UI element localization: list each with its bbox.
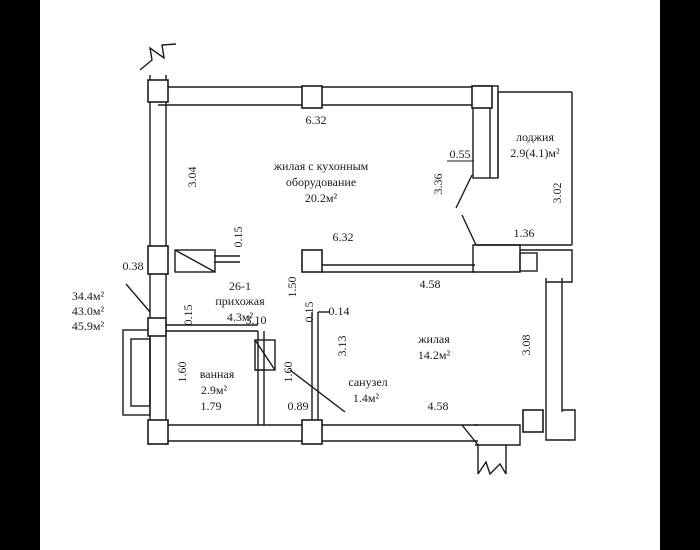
dim-kitchen-inner-width: 6.32 xyxy=(333,230,354,244)
left-bay xyxy=(122,329,151,416)
room-living-name: жилая xyxy=(417,332,450,346)
wc-living-partition xyxy=(311,311,330,425)
column-mid-left xyxy=(147,245,169,275)
room-wc-name: санузел xyxy=(348,375,387,389)
wc-door xyxy=(289,369,346,413)
dim-loggia-width: 1.36 xyxy=(514,226,535,240)
room-living-area: 14.2м² xyxy=(418,348,451,362)
break-line-top xyxy=(139,43,177,71)
summary-area-with-loggia: 45.9м² xyxy=(72,319,105,333)
dim-hall-width: 3.10 xyxy=(246,313,267,327)
column-top-mid xyxy=(301,85,323,109)
entry-door xyxy=(125,283,151,313)
hall-bath-partition xyxy=(166,324,258,332)
column-bottom-mid xyxy=(301,419,323,445)
room-kitchen-living-name-2: оборудование xyxy=(286,175,356,189)
right-exterior-wall xyxy=(545,278,563,412)
dim-wc-width: 0.89 xyxy=(288,399,309,413)
dim-top-width: 6.32 xyxy=(306,113,327,127)
room-bath-area: 2.9м² xyxy=(201,383,228,397)
column-lower-left xyxy=(147,317,167,337)
room-hall-name: прихожая xyxy=(215,294,265,308)
room-loggia-area: 2.9(4.1)м² xyxy=(510,146,560,160)
apartment-number: 26-1 xyxy=(229,279,251,293)
room-kitchen-living-name: жилая с кухонным xyxy=(273,159,369,173)
vent-shaft xyxy=(174,249,216,273)
corner-structure xyxy=(472,244,576,446)
column-top-right xyxy=(471,85,493,109)
dim-vent-d: 0.14 xyxy=(329,304,350,318)
dim-bath-height: 1.60 xyxy=(175,362,189,383)
dim-living-left-height: 3.13 xyxy=(335,336,349,357)
dim-opening-height: 1.50 xyxy=(285,277,299,298)
dim-vent-a: 0.15 xyxy=(231,227,245,248)
room-wc-area: 1.4м² xyxy=(353,391,380,405)
bath-wc-partition xyxy=(257,331,265,425)
loggia-door xyxy=(455,174,477,246)
dim-kitchen-height: 3.04 xyxy=(185,167,199,188)
room-hall-area: 4.3м² xyxy=(227,310,254,324)
column-bottom-left xyxy=(147,419,169,445)
summary-area-total: 43.0м² xyxy=(72,304,105,318)
column-top-left xyxy=(147,79,169,103)
column-mid xyxy=(301,249,323,273)
room-bath-name: ванная xyxy=(200,367,235,381)
dim-loggia-height: 3.02 xyxy=(550,183,564,204)
dim-living-top-width: 4.58 xyxy=(420,277,441,291)
room-loggia-name: лоджия xyxy=(516,130,554,144)
dim-vent-b: 0.15 xyxy=(181,305,195,326)
break-line-bottom xyxy=(477,445,507,476)
dim-wall-small: 0.38 xyxy=(123,259,144,273)
dim-living-right-height: 3.08 xyxy=(519,335,533,356)
dim-kitchen-right-height: 3.36 xyxy=(431,174,445,195)
kitchen-living-partition xyxy=(322,264,475,273)
dim-wc-height: 1.60 xyxy=(281,362,295,383)
column-bottom-right xyxy=(522,409,544,433)
summary-area-living: 34.4м² xyxy=(72,289,105,303)
dim-pillar-depth: 0.55 xyxy=(450,147,471,161)
dim-vent-c: 0.15 xyxy=(302,302,316,323)
shaft-box xyxy=(254,339,276,371)
dim-bath-width: 1.79 xyxy=(201,399,222,413)
dim-living-bottom-width: 4.58 xyxy=(428,399,449,413)
room-kitchen-living-area: 20.2м² xyxy=(305,191,338,205)
